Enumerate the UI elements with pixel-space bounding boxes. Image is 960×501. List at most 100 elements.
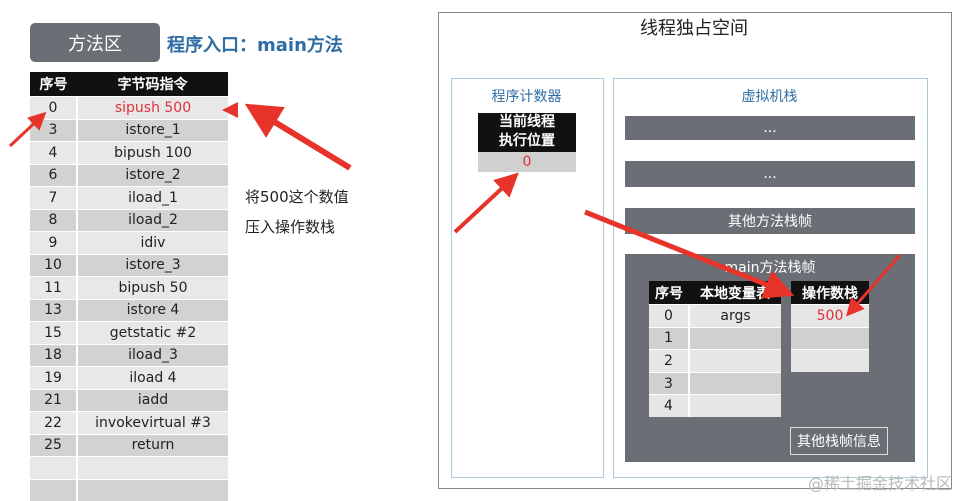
table-cell: iload_2 <box>77 208 228 232</box>
table-cell: idiv <box>77 231 228 254</box>
table-cell: iload 4 <box>77 366 228 389</box>
table-cell: 2 <box>649 349 690 373</box>
table-cell: getstatic #2 <box>77 321 228 344</box>
pc-value: 0 <box>478 152 576 172</box>
pc-label: 程序计数器 <box>491 89 562 105</box>
table-cell: 22 <box>30 411 78 434</box>
other-frames-bar: 其他方法栈帧 <box>625 208 915 234</box>
entry-title: 程序入口：main方法 <box>167 35 343 56</box>
pc-header-line1: 当前线程 <box>499 114 555 130</box>
table-cell <box>689 371 781 395</box>
table-cell: iload_3 <box>77 343 228 367</box>
table-cell: 1 <box>649 326 690 350</box>
table-cell: 8 <box>30 208 78 232</box>
table-cell: 19 <box>30 366 78 389</box>
table-cell: 10 <box>30 253 78 277</box>
stack-frame-bar: ... <box>625 161 915 187</box>
table-cell: bipush 100 <box>77 141 228 164</box>
vm-stack-box <box>613 78 928 478</box>
table-cell: invokevirtual #3 <box>77 411 228 434</box>
vm-stack-label: 虚拟机栈 <box>741 89 798 105</box>
stack-frame-bar: ... <box>625 116 915 140</box>
pc-box <box>451 78 604 478</box>
table-cell: 4 <box>649 394 690 417</box>
table-cell <box>689 326 781 350</box>
pointer-triangle <box>222 102 238 118</box>
table-cell: 15 <box>30 321 78 344</box>
table-row: 3 <box>649 371 781 395</box>
table-cell: 3 <box>649 371 690 395</box>
thread-space-title: 线程独占空间 <box>640 18 748 39</box>
table-cell: return <box>77 433 228 457</box>
pc-header: 当前线程执行位置 <box>478 113 576 152</box>
table-cell: 21 <box>30 388 78 412</box>
col-header-index: 序号 <box>30 72 77 97</box>
table-cell: iadd <box>77 388 228 412</box>
table-cell: sipush 500 <box>77 96 228 119</box>
table-cell: 9 <box>30 231 78 254</box>
table-cell: 13 <box>30 298 78 322</box>
table-row <box>791 326 869 350</box>
table-row <box>791 349 869 372</box>
table-cell: istore_2 <box>77 163 228 187</box>
table-row: 4 <box>649 394 781 417</box>
method-area-label: 方法区 <box>30 23 160 62</box>
table-cell: 11 <box>30 276 78 299</box>
table-cell: 6 <box>30 163 78 187</box>
table-cell: 7 <box>30 186 78 209</box>
table-cell: args <box>689 304 781 328</box>
arrow-to-index-0 <box>8 111 47 148</box>
table-cell: 0 <box>649 304 690 328</box>
table-cell: iload_1 <box>77 186 228 209</box>
table-row: 1 <box>649 326 781 350</box>
table-cell <box>791 326 869 350</box>
note-line-1: 将500这个数值 <box>245 188 349 206</box>
col-header-instruction: 字节码指令 <box>77 72 228 97</box>
table-row <box>30 456 228 479</box>
pc-header-line2: 执行位置 <box>499 133 555 149</box>
table-cell: 25 <box>30 433 78 457</box>
table-cell: istore_3 <box>77 253 228 277</box>
note-line-2: 压入操作数栈 <box>245 218 336 236</box>
col-header-index: 序号 <box>649 281 689 305</box>
table-cell <box>30 456 78 479</box>
table-cell <box>77 456 228 479</box>
arrow-to-pc-value <box>453 172 519 234</box>
arrow-to-500 <box>846 254 902 317</box>
table-cell: bipush 50 <box>77 276 228 299</box>
watermark: @稀土掘金技术社区 <box>807 474 952 493</box>
operand-stack-table: 操作数栈 500 <box>791 281 869 372</box>
table-cell <box>689 349 781 373</box>
table-cell <box>791 349 869 372</box>
arrow-to-operand-stack <box>584 209 795 299</box>
other-frame-info: 其他栈帧信息 <box>790 427 888 455</box>
table-cell: 4 <box>30 141 78 164</box>
table-row: 2 <box>649 349 781 373</box>
table-cell: 18 <box>30 343 78 367</box>
table-cell <box>689 394 781 417</box>
table-cell: istore_1 <box>77 118 228 142</box>
arrow-to-sipush <box>244 103 352 171</box>
table-cell: istore 4 <box>77 298 228 322</box>
col-header-locals: 本地变量表 <box>689 281 781 305</box>
